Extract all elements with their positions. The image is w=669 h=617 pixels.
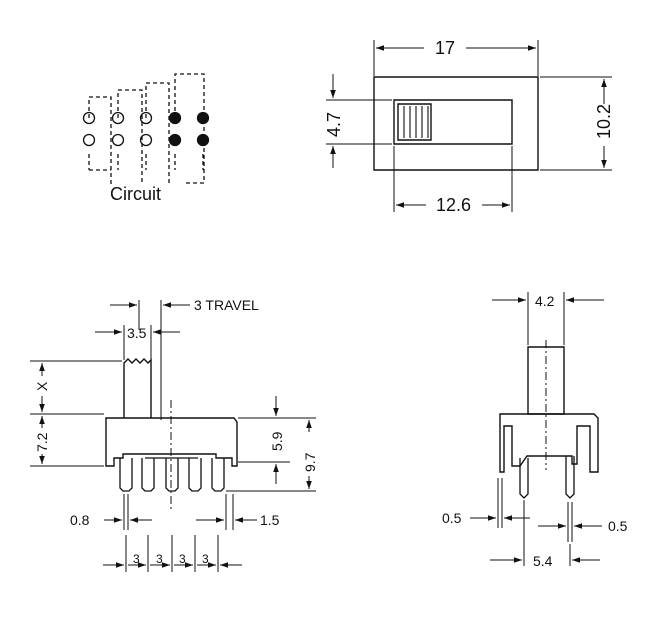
end-pin-spacing-label: 5.4 bbox=[533, 553, 553, 569]
top-slot-width-label: 12.6 bbox=[436, 195, 471, 215]
end-view bbox=[470, 292, 604, 566]
top-height-label: 10.2 bbox=[594, 104, 614, 139]
side-total-height-label: 9.7 bbox=[302, 452, 318, 472]
top-width-label: 17 bbox=[435, 38, 455, 58]
end-actuator-width-label: 4.2 bbox=[535, 293, 555, 309]
end-right-thickness-label: 0.5 bbox=[608, 518, 628, 534]
contact-open bbox=[141, 135, 152, 146]
side-pitch-label: 3 bbox=[133, 552, 140, 566]
circuit-dashed-links bbox=[89, 74, 204, 186]
side-actuator-width-label: 3.5 bbox=[127, 325, 147, 341]
side-x-label: X bbox=[34, 381, 50, 391]
side-pins bbox=[120, 458, 224, 491]
side-tab-width-label: 1.5 bbox=[260, 512, 280, 528]
side-travel-label: 3 TRAVEL bbox=[194, 297, 259, 313]
side-body bbox=[106, 418, 237, 466]
contact-closed bbox=[198, 113, 209, 124]
top-actuator-height-label: 4.7 bbox=[324, 112, 344, 137]
side-pitch-label: 3 bbox=[202, 552, 209, 566]
side-view bbox=[30, 300, 316, 572]
side-body-height-label: 7.2 bbox=[34, 432, 50, 452]
contact-open bbox=[84, 135, 95, 146]
circuit-contacts bbox=[84, 113, 209, 146]
contact-open bbox=[113, 113, 124, 124]
end-pin-left bbox=[520, 458, 528, 498]
side-pin-width-label: 0.8 bbox=[70, 512, 90, 528]
contact-closed bbox=[198, 135, 209, 146]
end-pin-right bbox=[566, 456, 574, 498]
contact-closed bbox=[170, 135, 181, 146]
side-inner-height-label: 5.9 bbox=[269, 431, 285, 451]
end-body bbox=[500, 414, 598, 472]
contact-open bbox=[113, 135, 124, 146]
circuit-label: Circuit bbox=[110, 184, 161, 204]
side-actuator bbox=[124, 359, 151, 418]
circuit-diagram bbox=[84, 74, 209, 186]
top-view-slot bbox=[394, 100, 512, 144]
side-pitch-label: 3 bbox=[156, 552, 163, 566]
contact-open bbox=[84, 113, 95, 124]
contact-open bbox=[141, 113, 152, 124]
top-view-body bbox=[374, 77, 538, 170]
contact-closed bbox=[170, 113, 181, 124]
end-left-thickness-label: 0.5 bbox=[442, 510, 462, 526]
top-view-actuator bbox=[398, 104, 431, 140]
actuator-grip-lines bbox=[404, 106, 428, 138]
top-view bbox=[326, 40, 612, 212]
side-pitch-label: 3 bbox=[179, 552, 186, 566]
